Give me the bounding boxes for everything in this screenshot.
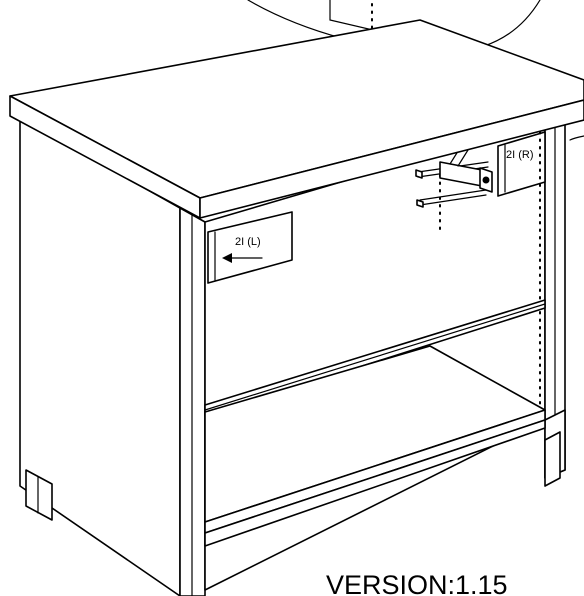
left-arrow (222, 253, 263, 263)
bracket-right-label: 2I (R) (506, 149, 534, 161)
right-rail-bracket (497, 131, 546, 197)
shelf-pin-holes (439, 131, 541, 413)
bottom-shelf (204, 345, 546, 547)
version-label: VERSION:1.15 (326, 570, 508, 596)
top-panel (9, 19, 584, 219)
left-leg (25, 469, 53, 521)
fastener-screws (415, 147, 493, 208)
right-leg (544, 431, 561, 487)
left-rail-bracket (207, 211, 293, 284)
right-side-panel (544, 111, 566, 479)
bracket-left-label: 2I (L) (235, 236, 261, 248)
